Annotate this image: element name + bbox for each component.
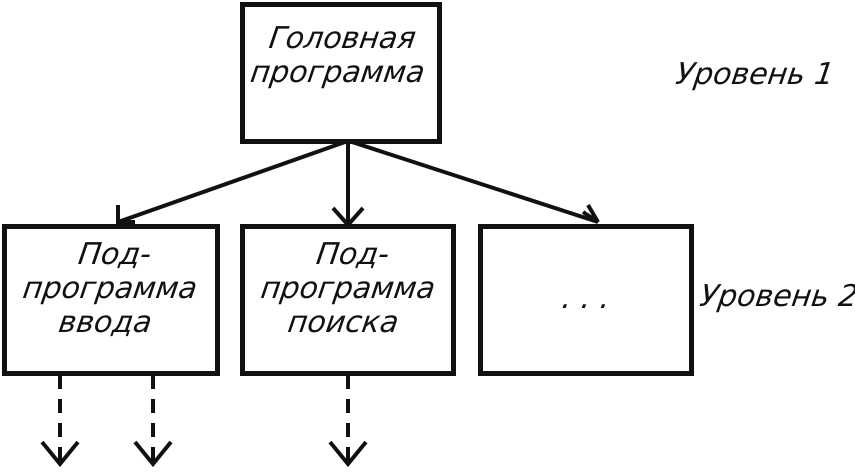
arrowhead bbox=[40, 440, 80, 468]
node-input bbox=[2, 224, 220, 376]
node-input-label: Под- программа ввода bbox=[20, 237, 200, 340]
node-more bbox=[478, 224, 694, 376]
edge-head-input bbox=[117, 140, 346, 224]
arrowhead bbox=[116, 205, 135, 224]
level-1-label: Уровень 1 bbox=[673, 57, 837, 92]
node-search bbox=[240, 224, 456, 376]
arrowhead bbox=[328, 440, 368, 468]
edge-head-more bbox=[351, 140, 599, 224]
arrowhead bbox=[133, 440, 173, 468]
level-2-label: Уровень 2 bbox=[697, 279, 855, 314]
arrowhead bbox=[581, 203, 600, 224]
node-more-label: . . . bbox=[559, 281, 613, 316]
node-search-label: Под- программа поиска bbox=[258, 237, 438, 340]
node-head bbox=[240, 2, 442, 144]
node-head-label: Головная программа bbox=[248, 21, 428, 90]
